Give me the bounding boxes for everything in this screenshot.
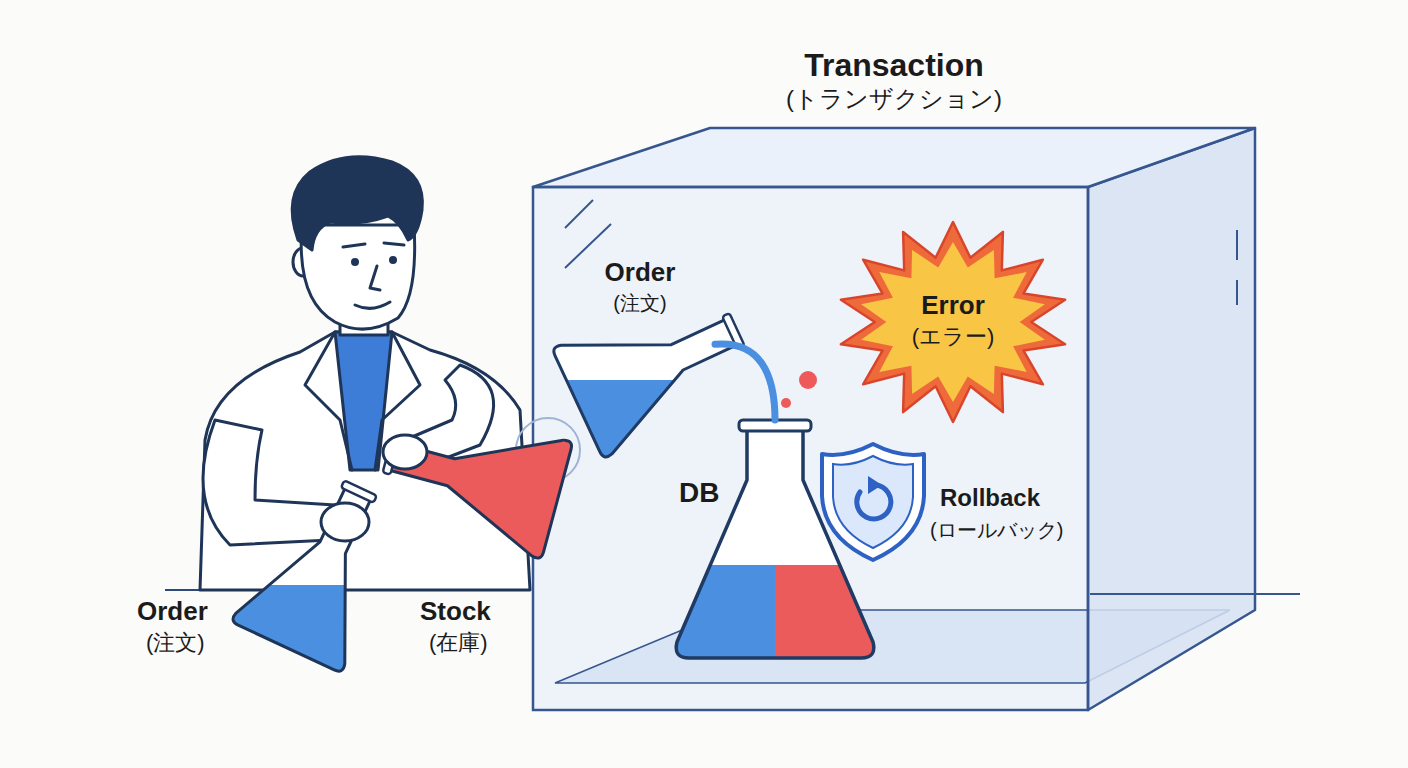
table-leg bbox=[449, 470, 451, 590]
shirt bbox=[335, 332, 392, 470]
node-subtitle: (ロールバック) bbox=[930, 518, 1083, 542]
eyebrow bbox=[384, 243, 404, 245]
part-label: Stock bbox=[420, 596, 491, 627]
node-heading: Error bbox=[838, 290, 1068, 321]
rollback-shield: Rollback (ロールバック) bbox=[818, 440, 1083, 565]
node-heading: Order bbox=[565, 257, 715, 288]
flask-outline bbox=[552, 277, 757, 459]
flask-outline bbox=[231, 468, 413, 673]
node-heading: Transaction bbox=[533, 46, 1255, 84]
floor-line bbox=[1090, 593, 1300, 595]
red-liquid bbox=[370, 442, 600, 582]
glass-top-face bbox=[533, 128, 1255, 187]
flask-glass bbox=[552, 277, 757, 459]
right-hand bbox=[383, 435, 427, 469]
ear bbox=[293, 248, 313, 276]
eye bbox=[389, 256, 397, 264]
flask-lip bbox=[722, 313, 744, 349]
blue-liquid bbox=[665, 565, 775, 665]
nose bbox=[370, 266, 380, 290]
shield-inner bbox=[833, 456, 913, 548]
coat-lapel bbox=[375, 332, 420, 470]
blue-liquid bbox=[190, 585, 410, 705]
red-liquid bbox=[775, 565, 885, 665]
error-burst-shape bbox=[838, 222, 1068, 422]
lab-coat bbox=[200, 332, 530, 590]
node-heading: Rollback bbox=[940, 484, 1080, 513]
flask-lip bbox=[739, 420, 811, 431]
flask-glass bbox=[377, 398, 573, 559]
node-heading: DB bbox=[679, 476, 739, 510]
node-subtitle: (エラー) bbox=[838, 324, 1068, 350]
hair bbox=[292, 157, 422, 250]
flask-lip bbox=[341, 480, 377, 502]
table-edge bbox=[165, 589, 525, 591]
order-flask: Order (注文) bbox=[565, 255, 715, 445]
glass-glint bbox=[1236, 230, 1238, 260]
table-leg bbox=[236, 460, 238, 590]
left-hand bbox=[321, 503, 369, 541]
error-burst-outer bbox=[841, 222, 1065, 422]
glass-side-face bbox=[1088, 128, 1255, 710]
scientist bbox=[200, 157, 530, 590]
eyebrow bbox=[343, 244, 365, 247]
pour-stream bbox=[715, 344, 775, 420]
neck bbox=[340, 300, 388, 335]
glass-front-edge bbox=[533, 187, 1088, 710]
left-arm bbox=[203, 420, 335, 545]
glass-glint bbox=[565, 224, 611, 268]
bubble bbox=[799, 371, 817, 389]
shield-outline bbox=[822, 444, 924, 560]
node-subtitle: (注文) bbox=[565, 291, 715, 315]
error-burst: Error (エラー) bbox=[838, 222, 1068, 422]
part-label: (注文) bbox=[146, 630, 205, 656]
coat-lapel bbox=[305, 332, 352, 470]
face bbox=[301, 225, 414, 329]
lab-table bbox=[165, 460, 525, 590]
eye bbox=[351, 258, 359, 266]
glass-glint bbox=[1236, 280, 1238, 305]
flask-lip bbox=[383, 438, 400, 475]
glass-rim bbox=[516, 418, 580, 482]
blue-flask bbox=[190, 468, 413, 705]
mouth bbox=[355, 302, 390, 308]
rollback-arrowhead bbox=[868, 476, 882, 494]
bubble bbox=[781, 398, 791, 408]
transaction-box: Transaction(トランザクション)Order(注文)Error(エラー)… bbox=[533, 128, 1255, 710]
node-subtitle: (トランザクション) bbox=[533, 85, 1255, 114]
red-flask bbox=[370, 398, 600, 582]
error-burst-inner bbox=[861, 242, 1045, 402]
glass-glint bbox=[565, 200, 593, 228]
flask-glass bbox=[231, 468, 413, 673]
right-arm bbox=[405, 365, 494, 468]
part-label: (在庫) bbox=[429, 630, 488, 656]
part-label: Order bbox=[137, 596, 208, 627]
flask-outline bbox=[377, 398, 573, 559]
